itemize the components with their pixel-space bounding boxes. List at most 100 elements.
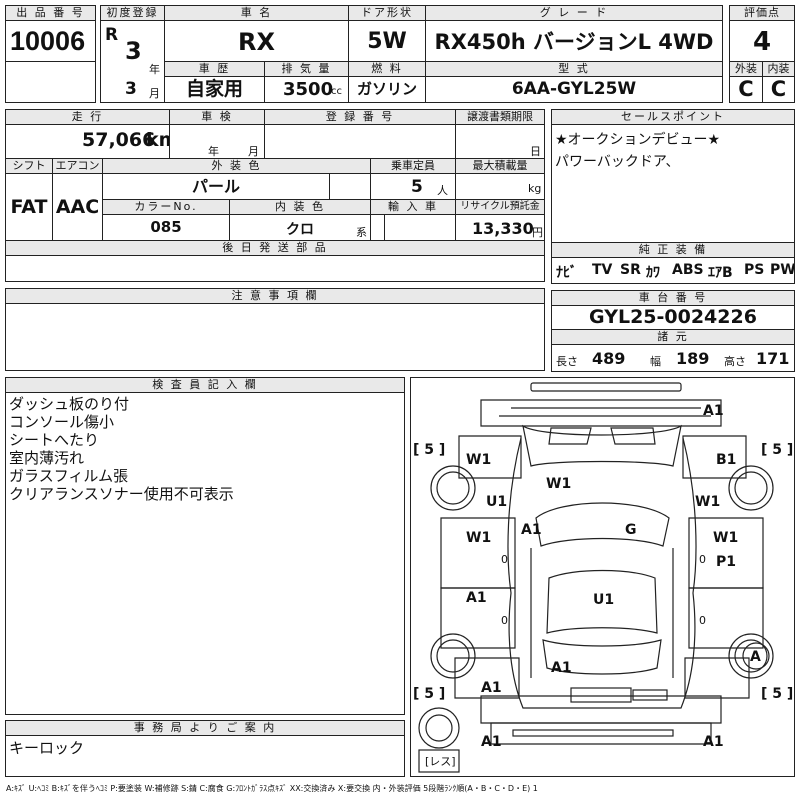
delivery-label: 後 日 発 送 部 品 [5,240,545,256]
right-rear-fender [684,657,750,699]
door-cell: 5W [348,20,426,62]
left-front-fender [458,435,522,479]
door-label: ドア形状 [348,5,426,21]
equip-airbag: ｴｱB [708,265,733,281]
wheel-fl-inner [436,471,470,505]
inspector-line-2: コンソール傷小 [9,413,115,431]
code-door-left: W1 [466,530,491,546]
inspector-line-6: クリアランスソナー使用不可表示 [9,485,234,503]
code-rear-door-left: A1 [466,590,487,606]
wheel-rr-inner [734,639,768,673]
hood [522,424,682,467]
circled-a-ring [742,642,770,670]
car-diagram: [ 5 ] [ 5 ] [ 5 ] [ 5 ] A1 W1 B1 W1 U1 W… [413,382,793,773]
equip-ps: PS [744,262,765,278]
model-code: 6AA-GYL25W [511,79,637,99]
code-rear-center: A1 [551,660,572,676]
import-cell-a [370,214,385,241]
model-label: 型 式 [425,61,723,77]
code-fender-right: W1 [695,494,720,510]
zero-left-2: 0 [501,614,508,627]
office-cell: キーロック [5,735,405,777]
code-rear-left: A1 [481,680,502,696]
shift-cell: FAT [5,173,53,241]
left-rear-door [440,587,516,649]
name-cell: RX [164,20,349,62]
wheel-rl [430,633,476,679]
shift: FAT [10,196,48,218]
tire-rl: [ 5 ] [413,686,445,702]
delivery-cell [5,255,545,282]
wheel-fr [728,465,774,511]
interior-color-label: 内 装 色 [229,199,371,215]
chassis-label: 車 台 番 号 [551,290,795,306]
width: 189 [676,349,710,368]
front-panel [480,399,722,427]
windshield [535,502,670,547]
code-fender-left: U1 [486,494,507,510]
rear-bumper-strip [512,729,674,737]
code-roof-front: A1 [703,403,724,419]
inspector-cell: ダッシュ板のり付 コンソール傷小 シートへたり 室内薄汚れ ガラスフィルム張 ク… [5,392,405,715]
code-door-right2: P1 [716,554,736,570]
office-label: 事 務 局 よ り ご 案 内 [5,720,405,736]
car-name: RX [238,28,275,56]
rear-window [542,639,662,675]
inspector-line-1: ダッシュ板のり付 [9,395,130,413]
import-label: 輸 入 車 [370,199,456,215]
recycle-unit: 円 [532,226,543,239]
grade-label: グ レ ー ド [425,5,723,21]
color-no: 085 [150,218,182,236]
spare-text: [レス] [425,755,456,768]
recycle-label: リサイクル預託金 [455,199,545,215]
ac: AAC [55,196,100,218]
ext-cell: C [729,76,763,103]
rear-plate [570,687,632,703]
interior-color: クロ [286,222,314,238]
code-center: G [625,522,637,538]
body-color: パール [191,177,240,196]
inspector-line-3: シートへたり [9,431,100,449]
wheel-rr [728,633,774,679]
load-label: 最大積載量 [455,158,545,174]
mileage-cell: 57,066 km [5,124,170,159]
reg-month-unit: 月 [149,87,160,100]
seats-label: 乗車定員 [370,158,456,174]
int-grade: C [770,77,787,101]
front-grille-lines [499,407,711,417]
spare-box [418,749,460,773]
height: 171 [756,349,790,368]
reg-year-unit: 年 [149,63,160,76]
zero-left-1: 0 [501,553,508,566]
fuel: ガソリン [356,80,417,98]
spare-wheel-inner [425,714,453,742]
inspect-month-unit: 月 [248,145,259,158]
displacement: 3500 [283,79,334,100]
interior-color-cell: クロ 系 [229,214,371,241]
sales-line-2: パワーバックドア、 [555,154,680,170]
score: 4 [752,27,772,57]
rear-panel [480,695,722,724]
sales-line-1: ★オークションデビュー★ [555,132,721,148]
lot-number: 10006 [10,26,86,56]
color-extra [329,173,371,200]
fuel-label: 燃 料 [348,61,426,77]
name-label: 車 名 [164,5,349,21]
caution-cell [5,303,545,371]
caution-label: 注 意 事 項 欄 [5,288,545,304]
lot-blank [5,61,96,103]
inspect-label: 車 検 [169,109,265,125]
grade-cell: RX450h バージョンL 4WD [425,20,723,62]
seats-unit: 人 [437,184,448,197]
era: R [105,25,119,45]
sales-label: セールスポイント [551,109,795,125]
inspector-line-5: ガラスフィルム張 [9,467,129,485]
mileage-unit: km [146,129,169,151]
zero-right-2: 0 [699,614,706,627]
wheel-rl-inner [436,639,470,673]
code-pillar-left: A1 [521,522,542,538]
width-label: 幅 [650,355,661,368]
equip-pw: PW [770,262,795,278]
displacement-unit: cc [331,86,342,97]
left-rear-fender [454,657,520,699]
